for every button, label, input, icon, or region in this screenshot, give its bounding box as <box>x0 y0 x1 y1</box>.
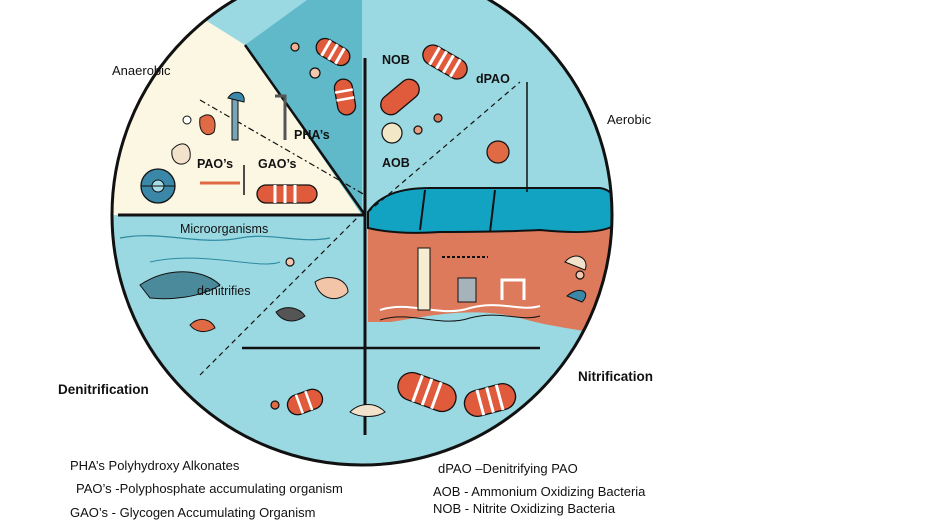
outer-circle <box>110 0 614 467</box>
denitrification-organisms <box>139 271 386 417</box>
label-dpao: dPAO <box>476 72 510 86</box>
label-microorganisms: Microorganisms <box>180 222 269 236</box>
legend-right-3: NOB - Nitrite Oxidizing Bacteria <box>433 501 616 516</box>
label-paos: PAO’s <box>197 157 234 171</box>
region-nitrification: Nitrification <box>578 369 654 384</box>
label-nob: NOB <box>382 53 410 67</box>
region-anaerobic: Anaerobic <box>112 63 171 78</box>
legend-right-2: AOB - Ammonium Oxidizing Bacteria <box>433 484 646 499</box>
region-aerobic: Aerobic <box>607 112 652 127</box>
legend-right-1: dPAO –Denitrifying PAO <box>438 461 578 476</box>
label-gaos: GAO’s <box>258 157 297 171</box>
capsule-bacteria <box>256 37 517 418</box>
label-denitrifies: denitrifies <box>197 284 251 298</box>
legend-left-1: PHA’s Polyhydroxy Alkonates <box>70 458 240 473</box>
legend-left-3: GAO’s - Glycogen Accumulating Organism <box>70 505 316 520</box>
label-aob: AOB <box>382 156 410 170</box>
label-phas: PHA’s <box>294 128 330 142</box>
top-water-wedge <box>245 0 362 215</box>
region-denitrification: Denitrification <box>58 382 149 397</box>
blue-disk-organism <box>140 168 176 204</box>
legend-left-2: PAO’s -Polyphosphate accumulating organi… <box>76 481 343 496</box>
round-cells <box>270 42 585 410</box>
